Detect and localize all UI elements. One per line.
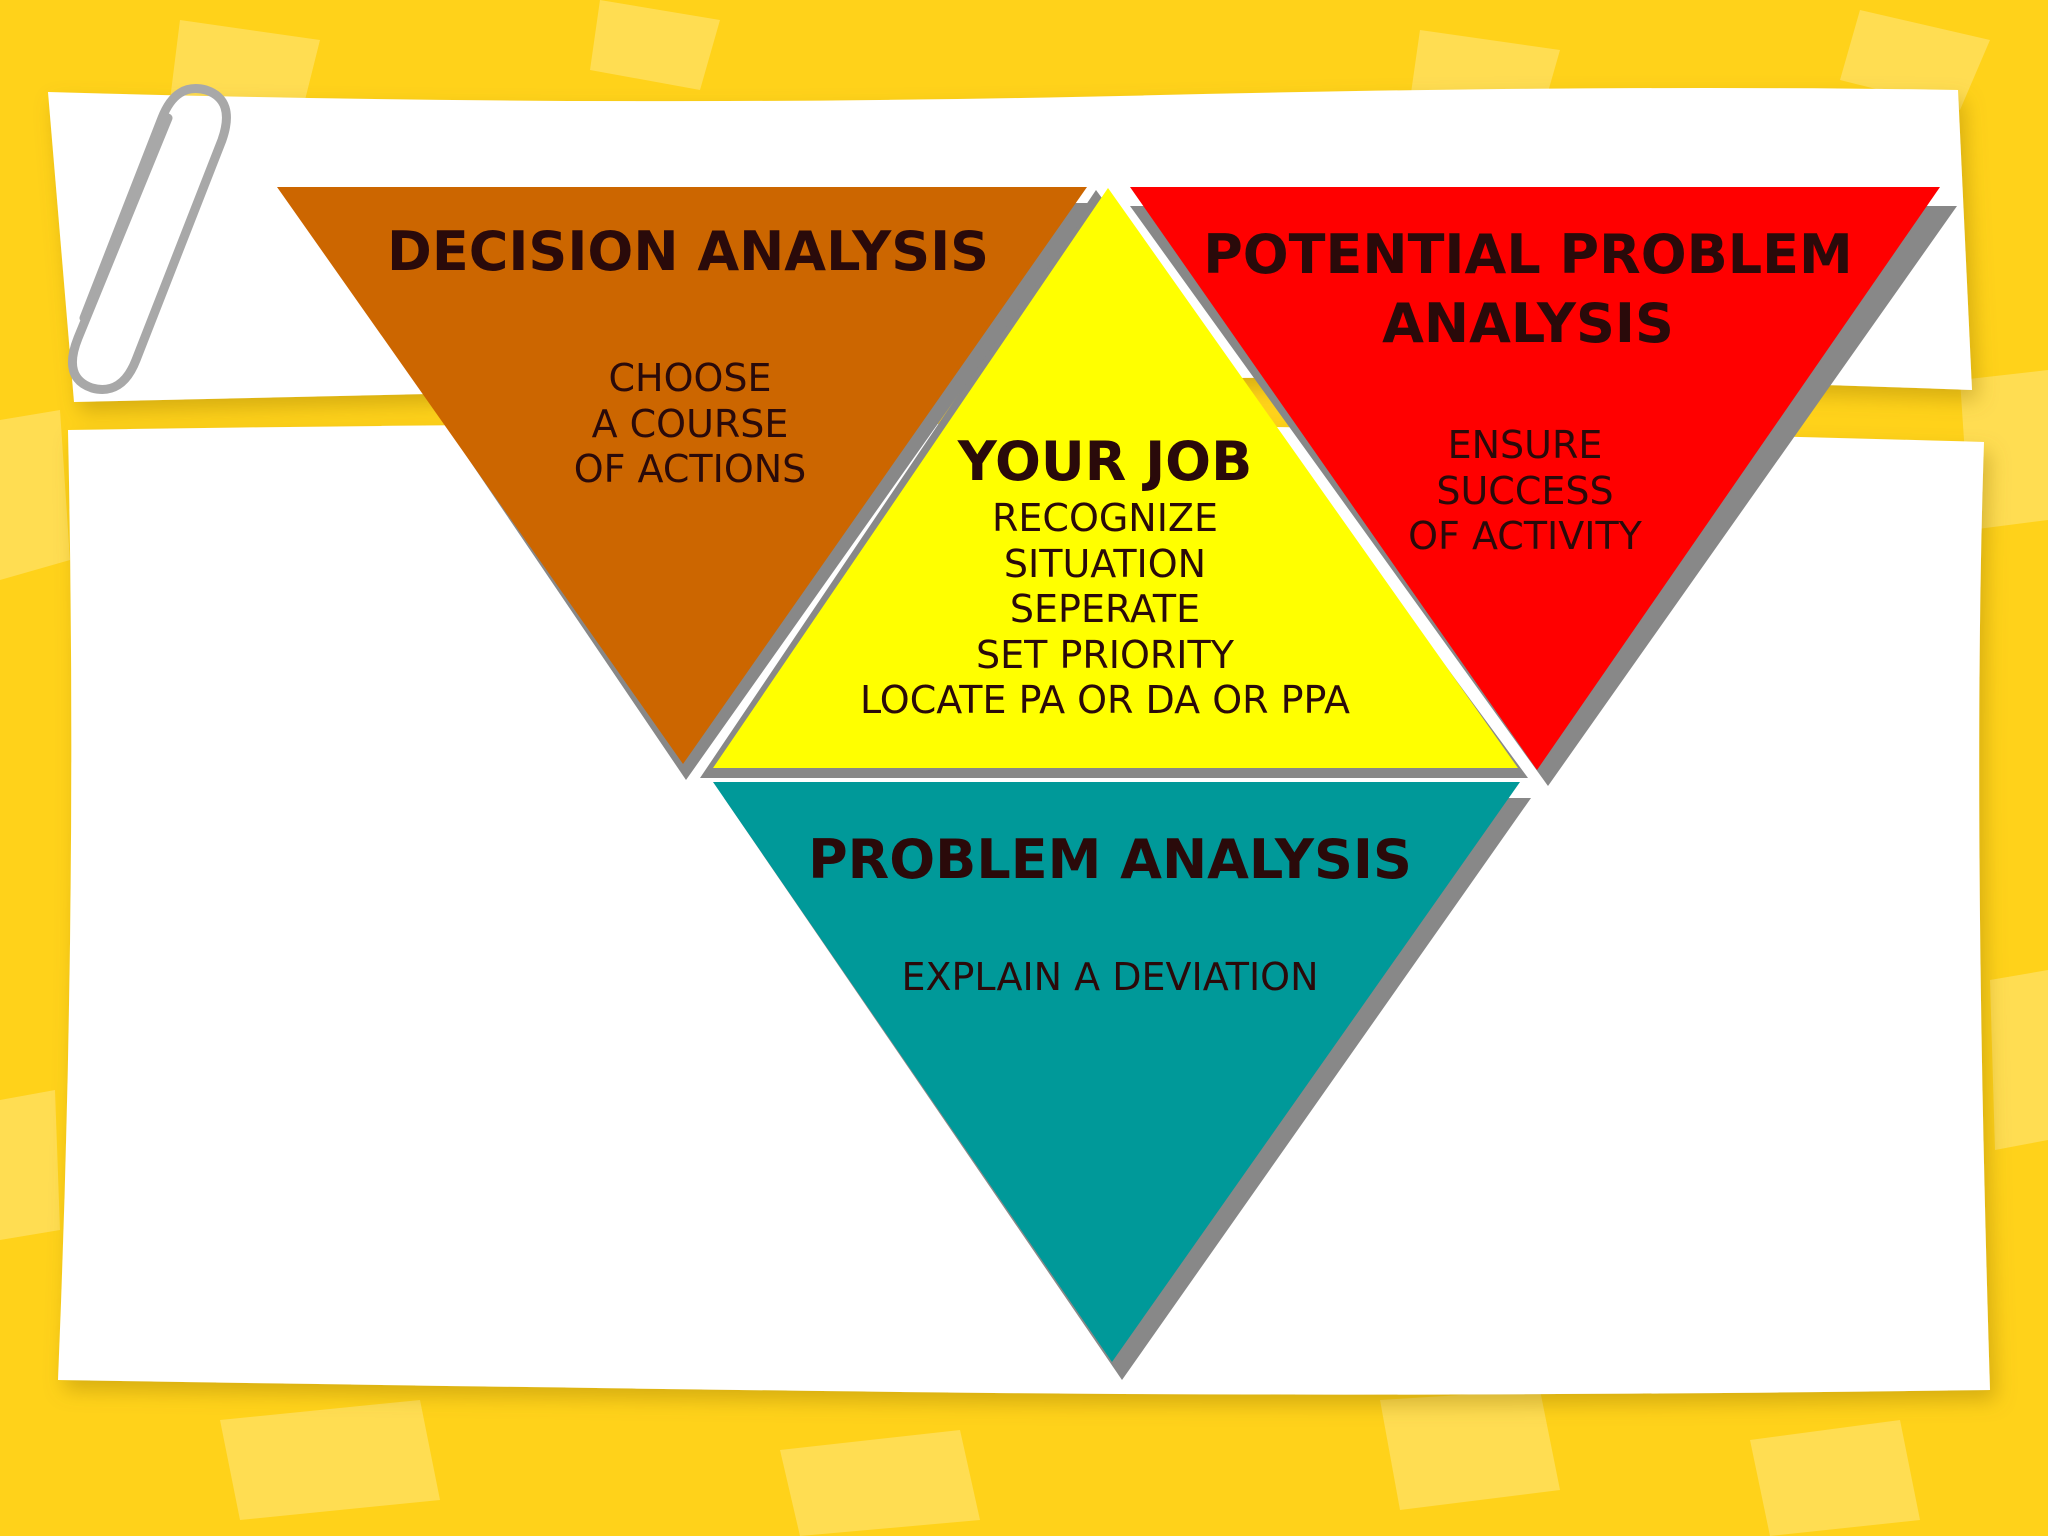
your-job-line: SET PRIORITY (976, 632, 1234, 677)
decision-analysis-title: DECISION ANALYSIS (387, 220, 990, 283)
your-job-description: RECOGNIZE SITUATION SEPERATE SET PRIORIT… (805, 496, 1405, 724)
potential-problem-analysis-line: OF ACTIVITY (1408, 514, 1642, 559)
potential-problem-analysis-line: SUCCESS (1436, 468, 1614, 513)
potential-problem-analysis-title-line: POTENTIAL PROBLEM (1203, 223, 1853, 286)
potential-problem-analysis-title-line: ANALYSIS (1382, 292, 1674, 356)
your-job-title: YOUR JOB (957, 430, 1253, 493)
decision-analysis-line: CHOOSE (608, 356, 772, 400)
your-job-line: SITUATION (1003, 541, 1207, 586)
problem-analysis-description: EXPLAIN A DEVIATION (901, 955, 1319, 999)
problem-analysis-title: PROBLEM ANALYSIS (808, 828, 1412, 891)
paper-clip-icon (67, 84, 231, 394)
triangle-your-job (713, 188, 1518, 768)
triangle-problem-analysis (713, 782, 1520, 1362)
potential-problem-analysis-title: POTENTIAL PROBLEM ANALYSIS (1178, 220, 1878, 358)
triangle-potential-problem-analysis (1130, 187, 1940, 770)
your-job-line: RECOGNIZE (992, 496, 1218, 540)
decision-analysis-description: CHOOSE A COURSE OF ACTIONS (490, 356, 890, 493)
potential-problem-analysis-line: ENSURE (1447, 423, 1603, 467)
potential-problem-analysis-description: ENSURE SUCCESS OF ACTIVITY (1345, 423, 1705, 560)
decision-analysis-line: A COURSE (591, 401, 789, 446)
triangle-decision-analysis (277, 187, 1087, 764)
your-job-line: SEPERATE (1009, 587, 1201, 632)
your-job-line: LOCATE PA OR DA OR PPA (859, 678, 1350, 723)
decision-analysis-line: OF ACTIONS (573, 447, 807, 492)
